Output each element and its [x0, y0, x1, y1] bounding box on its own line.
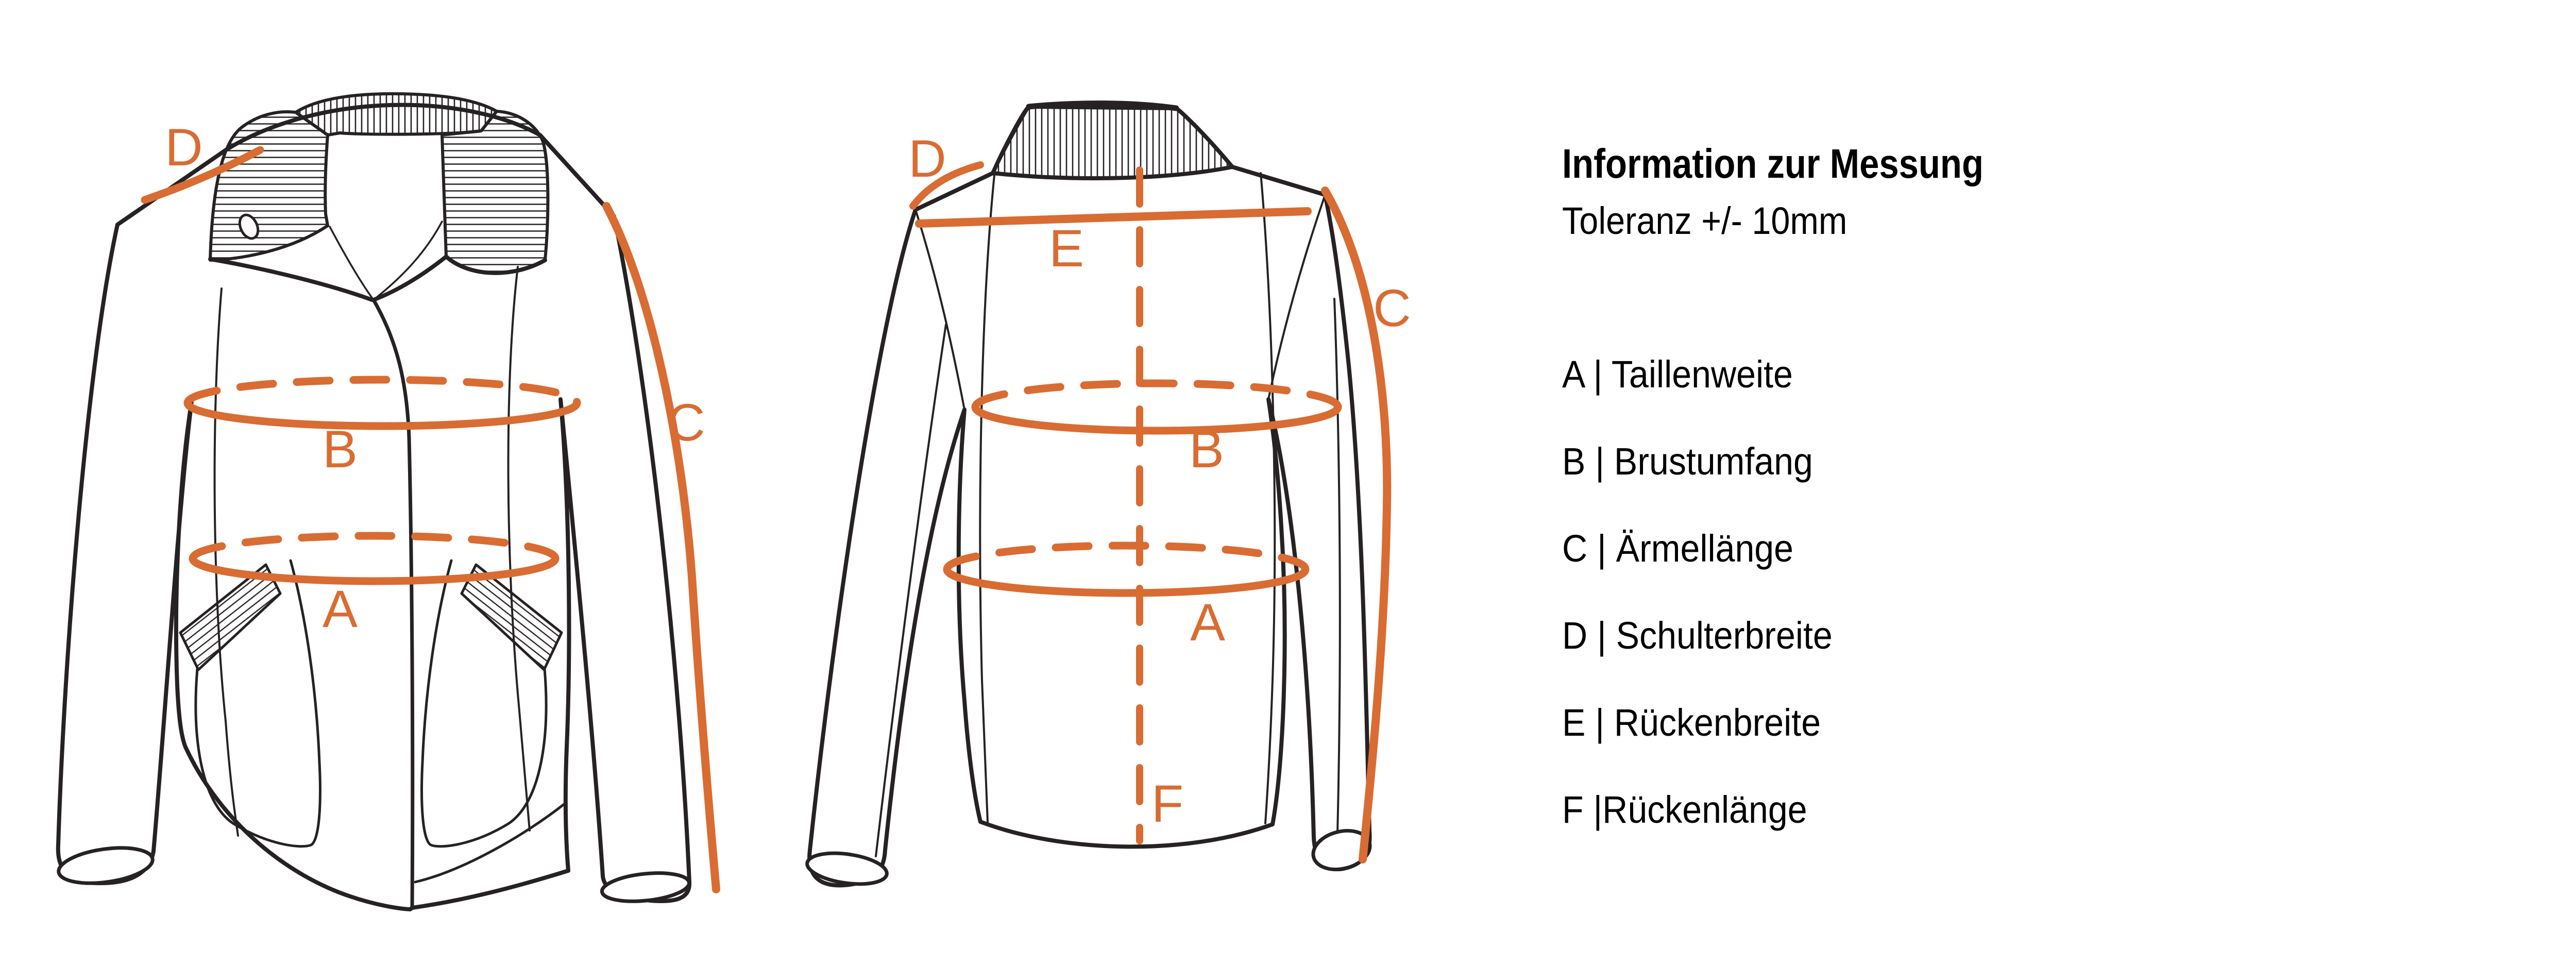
measurement-legend: A | Taillenweite B | Brustumfang C | Ärm… [1562, 355, 1856, 829]
front-label-d: D [165, 118, 203, 177]
back-measurement-marks: D E B A C F [908, 129, 1411, 863]
legend-item-c: C | Ärmellänge [1562, 527, 1794, 570]
front-center-line [371, 298, 415, 910]
back-silhouette [807, 105, 1372, 888]
back-cuff-left [805, 851, 889, 886]
back-collar-top-edge [1026, 100, 1179, 111]
info-subtitle: Toleranz +/- 10mm [1562, 199, 1848, 242]
front-collar-button [238, 213, 260, 240]
back-width-line [915, 207, 1312, 228]
front-sleeve-length-curve [602, 202, 720, 893]
back-cuff-right [1311, 829, 1372, 871]
front-cuff-left [57, 846, 155, 885]
front-measurement-marks: D B A C [141, 118, 720, 893]
front-pocket-right [420, 559, 548, 848]
front-pocket-flap-left [179, 563, 282, 671]
back-sleeve-line-left [875, 324, 947, 857]
front-neck-v-right [372, 221, 443, 301]
front-label-b: B [323, 420, 358, 479]
info-title: Information zur Messung [1562, 141, 1984, 187]
back-waist-ellipse-solid [943, 565, 1310, 597]
back-chest-ellipse-solid [971, 403, 1342, 435]
back-waist-ellipse-dashed [943, 541, 1310, 573]
front-shoulder-right [538, 133, 616, 218]
back-chest-ellipse-dashed [971, 379, 1342, 411]
legend-item-f: F |Rückenlänge [1562, 788, 1807, 831]
legend-item-a: A | Taillenweite [1562, 353, 1793, 396]
front-silhouette [56, 103, 692, 911]
front-pocket-flap-right [460, 563, 563, 671]
front-label-a: A [323, 580, 358, 638]
front-waist-ellipse-dashed [189, 532, 560, 563]
front-lapel-right [371, 255, 547, 302]
back-collar-bottom-edge [991, 165, 1234, 180]
back-label-f: F [1151, 774, 1183, 833]
back-armhole-right [1267, 194, 1326, 400]
front-neck-v-left [329, 226, 375, 301]
back-label-a: A [1190, 593, 1225, 652]
back-shoulder-right [1230, 165, 1327, 197]
front-cuff-right [600, 871, 691, 903]
front-waist-ellipse-solid [189, 554, 560, 585]
back-label-c: C [1373, 279, 1411, 337]
legend-item-e: E | Rückenbreite [1562, 701, 1821, 744]
back-label-e: E [1049, 219, 1084, 278]
front-collar-top-band [294, 92, 498, 137]
front-collar-right-band [440, 110, 550, 275]
front-hem-band-right [414, 802, 566, 884]
back-label-d: D [908, 129, 946, 188]
back-label-b: B [1189, 420, 1224, 479]
back-sleeve-line-right [1333, 298, 1341, 835]
legend-item-d: D | Schulterbreite [1562, 614, 1833, 657]
back-shoulder-left [913, 171, 995, 212]
front-pocket-left [194, 559, 321, 848]
back-shoulder-width-curve [909, 161, 984, 210]
jacket-back-view [805, 100, 1372, 888]
jacket-front-view [56, 92, 692, 911]
front-chest-ellipse-solid [183, 399, 581, 430]
back-sleeve-length-curve [1321, 187, 1392, 863]
front-shoulder-width-curve [141, 146, 264, 204]
legend-item-b: B | Brustumfang [1562, 440, 1813, 483]
back-armhole-left [914, 209, 965, 411]
front-label-c: C [667, 393, 705, 452]
front-chest-ellipse-dashed [183, 376, 581, 407]
front-lapel-left [208, 257, 374, 302]
back-collar [991, 105, 1234, 180]
